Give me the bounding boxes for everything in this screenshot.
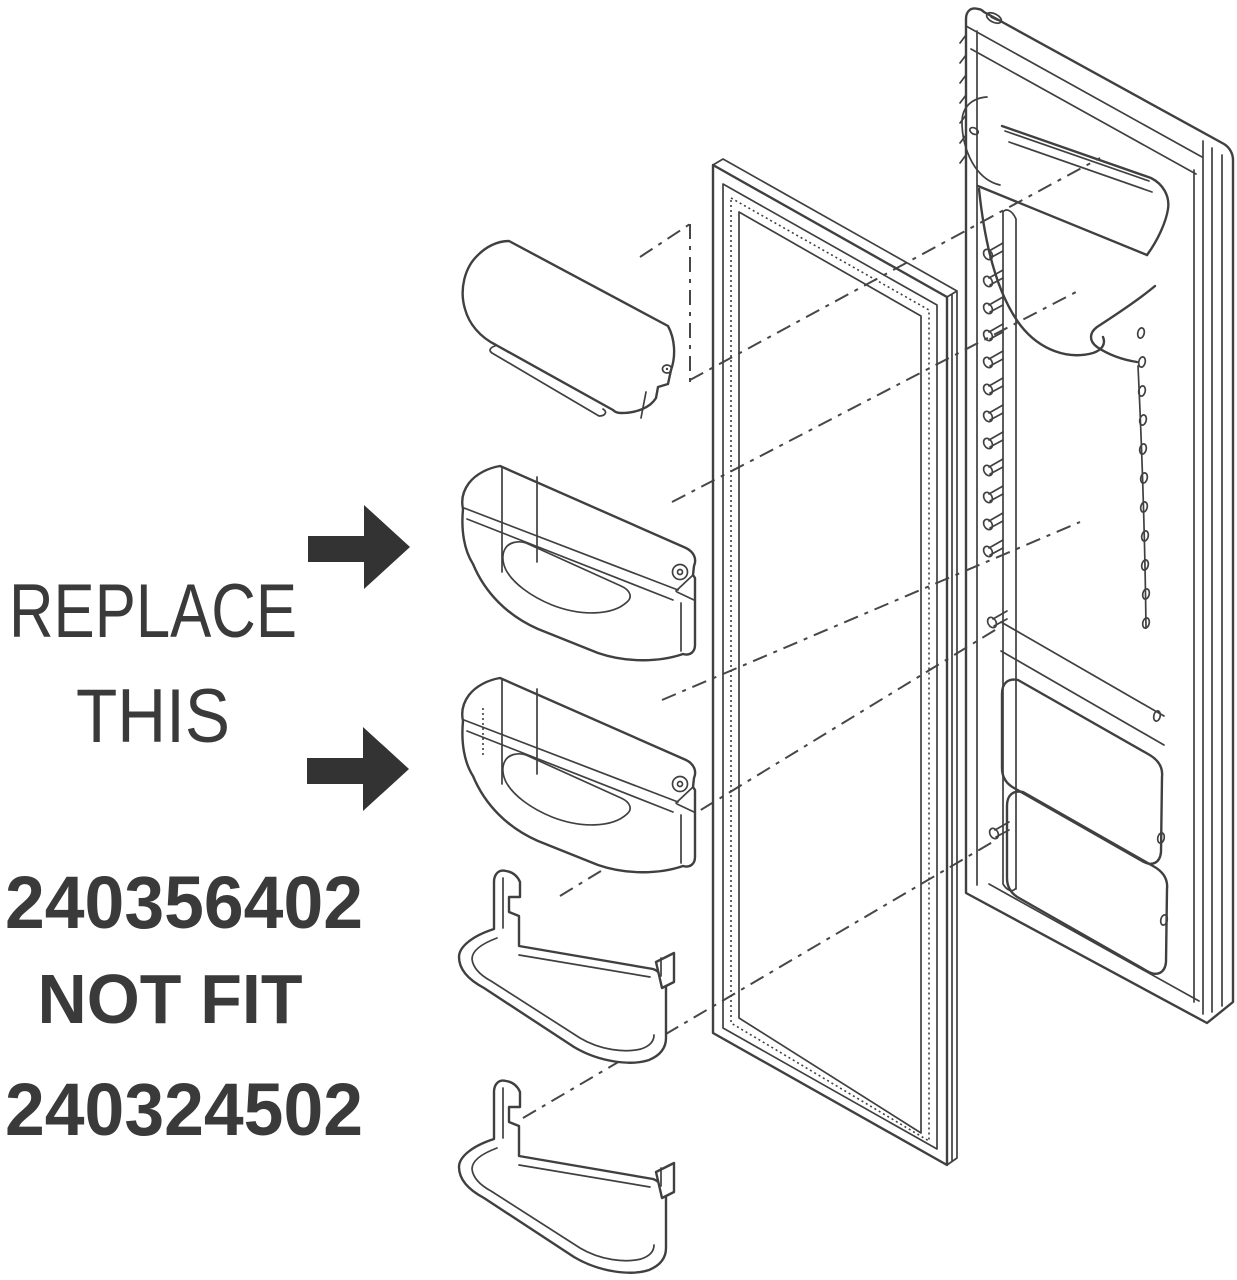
incompatible-part-number-2: 240324502 xyxy=(5,1068,363,1151)
door-shelf-rail-lower xyxy=(457,1079,676,1274)
refrigerator-door-panel xyxy=(959,7,1235,1025)
replace-label-line1: REPLACE xyxy=(9,569,297,654)
arrow-icon xyxy=(308,505,410,589)
door-gasket-seal xyxy=(711,158,958,1167)
arrow-icon xyxy=(307,727,409,811)
incompatible-part-number-1: 240356402 xyxy=(5,861,363,944)
not-fit-label: NOT FIT xyxy=(38,960,303,1038)
dairy-bin-cover xyxy=(461,239,676,419)
replace-label-line2: THIS xyxy=(76,674,230,759)
door-bin-upper xyxy=(461,464,697,662)
door-shelf-rail-upper xyxy=(457,869,676,1064)
door-bin-lower xyxy=(461,676,697,874)
